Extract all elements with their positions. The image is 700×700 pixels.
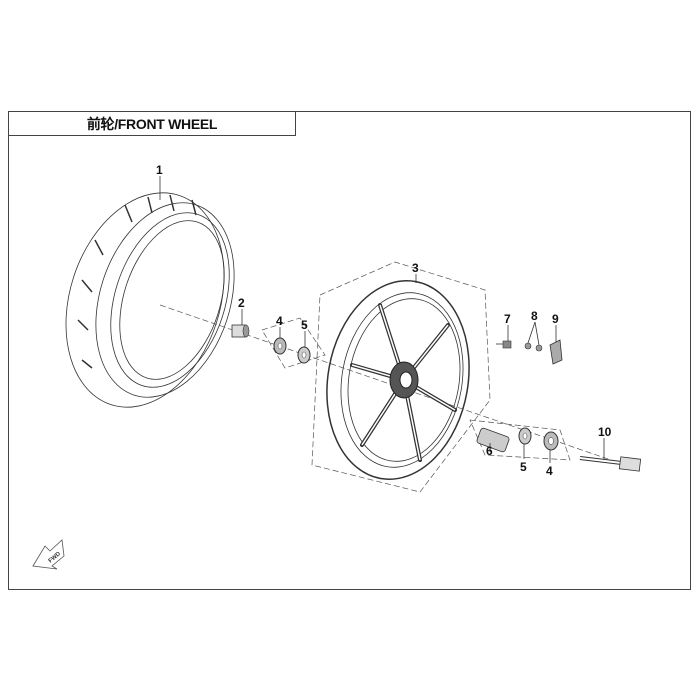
diagram-frame	[8, 111, 691, 590]
title-text: 前轮/FRONT WHEEL	[86, 115, 218, 132]
oil-seal-left[interactable]	[273, 337, 287, 355]
bearing-left[interactable]	[297, 346, 311, 364]
callout-1[interactable]: 1	[156, 163, 163, 177]
callout-7[interactable]: 7	[504, 312, 511, 326]
valve-nut[interactable]	[496, 340, 512, 349]
callout-4-right[interactable]: 4	[546, 464, 553, 478]
collar[interactable]	[231, 324, 250, 338]
callout-3[interactable]: 3	[412, 261, 419, 275]
leader-lines	[159, 176, 605, 463]
callout-9[interactable]: 9	[552, 312, 559, 326]
diagram-title: 前轮/FRONT WHEEL	[8, 111, 296, 136]
rim-group-outline	[311, 261, 491, 493]
callout-5-left[interactable]: 5	[301, 318, 308, 332]
tire[interactable]	[40, 172, 258, 428]
callout-2[interactable]: 2	[238, 296, 245, 310]
callout-5-right[interactable]: 5	[520, 460, 527, 474]
bearing-right[interactable]	[518, 427, 532, 445]
callout-6[interactable]: 6	[486, 444, 493, 458]
callout-10[interactable]: 10	[598, 425, 612, 439]
axle[interactable]	[579, 456, 642, 472]
oil-seal-right[interactable]	[543, 431, 559, 451]
rim[interactable]	[312, 269, 485, 490]
spacer[interactable]	[476, 427, 510, 453]
callout-8[interactable]: 8	[531, 309, 538, 323]
forward-arrow-icon: FWD	[32, 539, 65, 570]
valve-washers[interactable]	[524, 342, 543, 352]
group-outline-left	[261, 317, 326, 369]
callout-4-left[interactable]: 4	[276, 314, 283, 328]
valve[interactable]	[549, 339, 563, 365]
